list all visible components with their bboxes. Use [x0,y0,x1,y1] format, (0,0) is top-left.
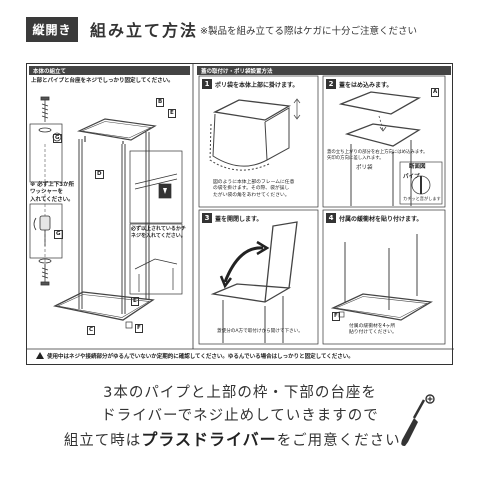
footer-warning: 使用中はネジや接続部分がゆるんでいないか定期的に確認してください。ゆるんでいる場… [36,352,354,360]
footer-warning-text: 使用中はネジや接続部分がゆるんでいないか定期的に確認してください。ゆるんでいる場… [47,354,354,360]
part-label-G-bottom: G [54,230,63,240]
top-frame [76,118,157,144]
step2-lid-illustration [338,91,443,206]
left-screwdriver-icon [33,215,51,246]
bottom-line-3: 組立て時はプラスドライバーをご用意ください。 [0,428,480,453]
vertical-open-tag: 縦開き [26,17,78,42]
instruction-sheet: 本体の組立て 上部とパイプと台座をネジでしっかり固定してください。 ※ 必ず上下… [26,63,454,365]
inset-pipe-label: パイプ [403,174,420,180]
washer-note: ※ 必ず上下3か所 ワッシャーを 入れてください。 [30,182,75,203]
step4-number: 4 [326,213,336,223]
screwdriver-icon [401,394,435,446]
part-label-E-bottom: E [131,297,139,307]
screw-top-icon [40,96,50,122]
phillips-screwdriver-text: プラスドライバー [141,430,277,449]
assembly-illustration [27,64,454,350]
bottom-message: 3本のパイプと上部の枠・下部の台座を ドライバーでネジ止めしていきますので 組立… [0,382,480,453]
screw-note: 必ず以上されているかチ ネジを入れてください。 [131,226,186,239]
step1-heading: 1 ポリ袋を本体上部に掛けます。 [202,79,298,89]
part-label-F: F [135,324,143,334]
step2-desc: 蓋の立ち上がりの部分を右上方向にはめ込みます。 矢印の方向に差し入れます。 [327,150,428,161]
bottom-line-3-pre: 組立て時は [63,433,142,449]
inset-title: 断面図 [409,164,426,170]
part-label-A: A [431,88,440,98]
screw-bottom-icon [38,258,52,286]
part-label-D: D [95,170,104,180]
warning-icon [36,352,44,359]
step4-desc: 付属の緩衝材を4ヶ所 貼り付けてください。 [349,324,397,336]
step1-title: ポリ袋を本体上部に掛けます。 [215,81,299,89]
bottom-line-2: ドライバーでネジ止めしていきますので [101,408,379,424]
step3-open-lid-illustration [210,221,298,343]
step3-title: 蓋を開閉します。 [215,215,263,223]
inset-caption: カチッと音がします [403,196,441,201]
pipes [78,132,150,314]
left-panel-header: 本体の組立て [29,66,190,75]
right-panel-header: 蓋の取付け・ポリ袋設置方法 [197,66,451,75]
step1-desc: 図のように本体上部のフレームに任意 の袋を掛けます。その際、袋が誤し たがい袋の… [213,180,295,198]
bottom-line-1: 3本のパイプと上部の枠・下部の台座を [103,385,377,401]
part-label-G-top: G [53,134,62,144]
step1-number: 1 [202,79,212,89]
step4-base-bumper-illustration [330,234,433,321]
detail-box-right [129,150,183,295]
part-label-C: C [87,326,96,336]
step3-number: 3 [202,213,212,223]
page-title: 組み立て方法 [90,21,199,40]
bottom-line-3-post: をご用意ください。 [276,433,417,449]
step2-number: 2 [326,79,336,89]
part-label-E-top: E [168,109,176,119]
caution-note: ※製品を組み立てる際はケガに十分ご注意ください [200,26,417,37]
step3-desc: 蓋使分のA方で取付けから開けて下さい。 [217,329,303,334]
part-label-B: B [156,98,165,108]
left-instruction: 上部とパイプと台座をネジでしっかり固定してください。 [31,78,174,84]
bumper-part [125,321,133,329]
poly-bag-label: ポリ袋 [356,165,373,171]
step2-title: 蓋をはめ込みます。 [339,81,393,89]
base-frame [53,291,155,321]
step4-heading: 4 付属の緩衝材を貼り付けます。 [326,213,422,223]
part-label-F-step4: F [332,312,340,322]
step1-bag-illustration [209,98,301,171]
step4-title: 付属の緩衝材を貼り付けます。 [339,215,423,223]
step3-heading: 3 蓋を開閉します。 [202,213,262,223]
step2-heading: 2 蓋をはめ込みます。 [326,79,392,89]
step-frames [198,75,446,345]
